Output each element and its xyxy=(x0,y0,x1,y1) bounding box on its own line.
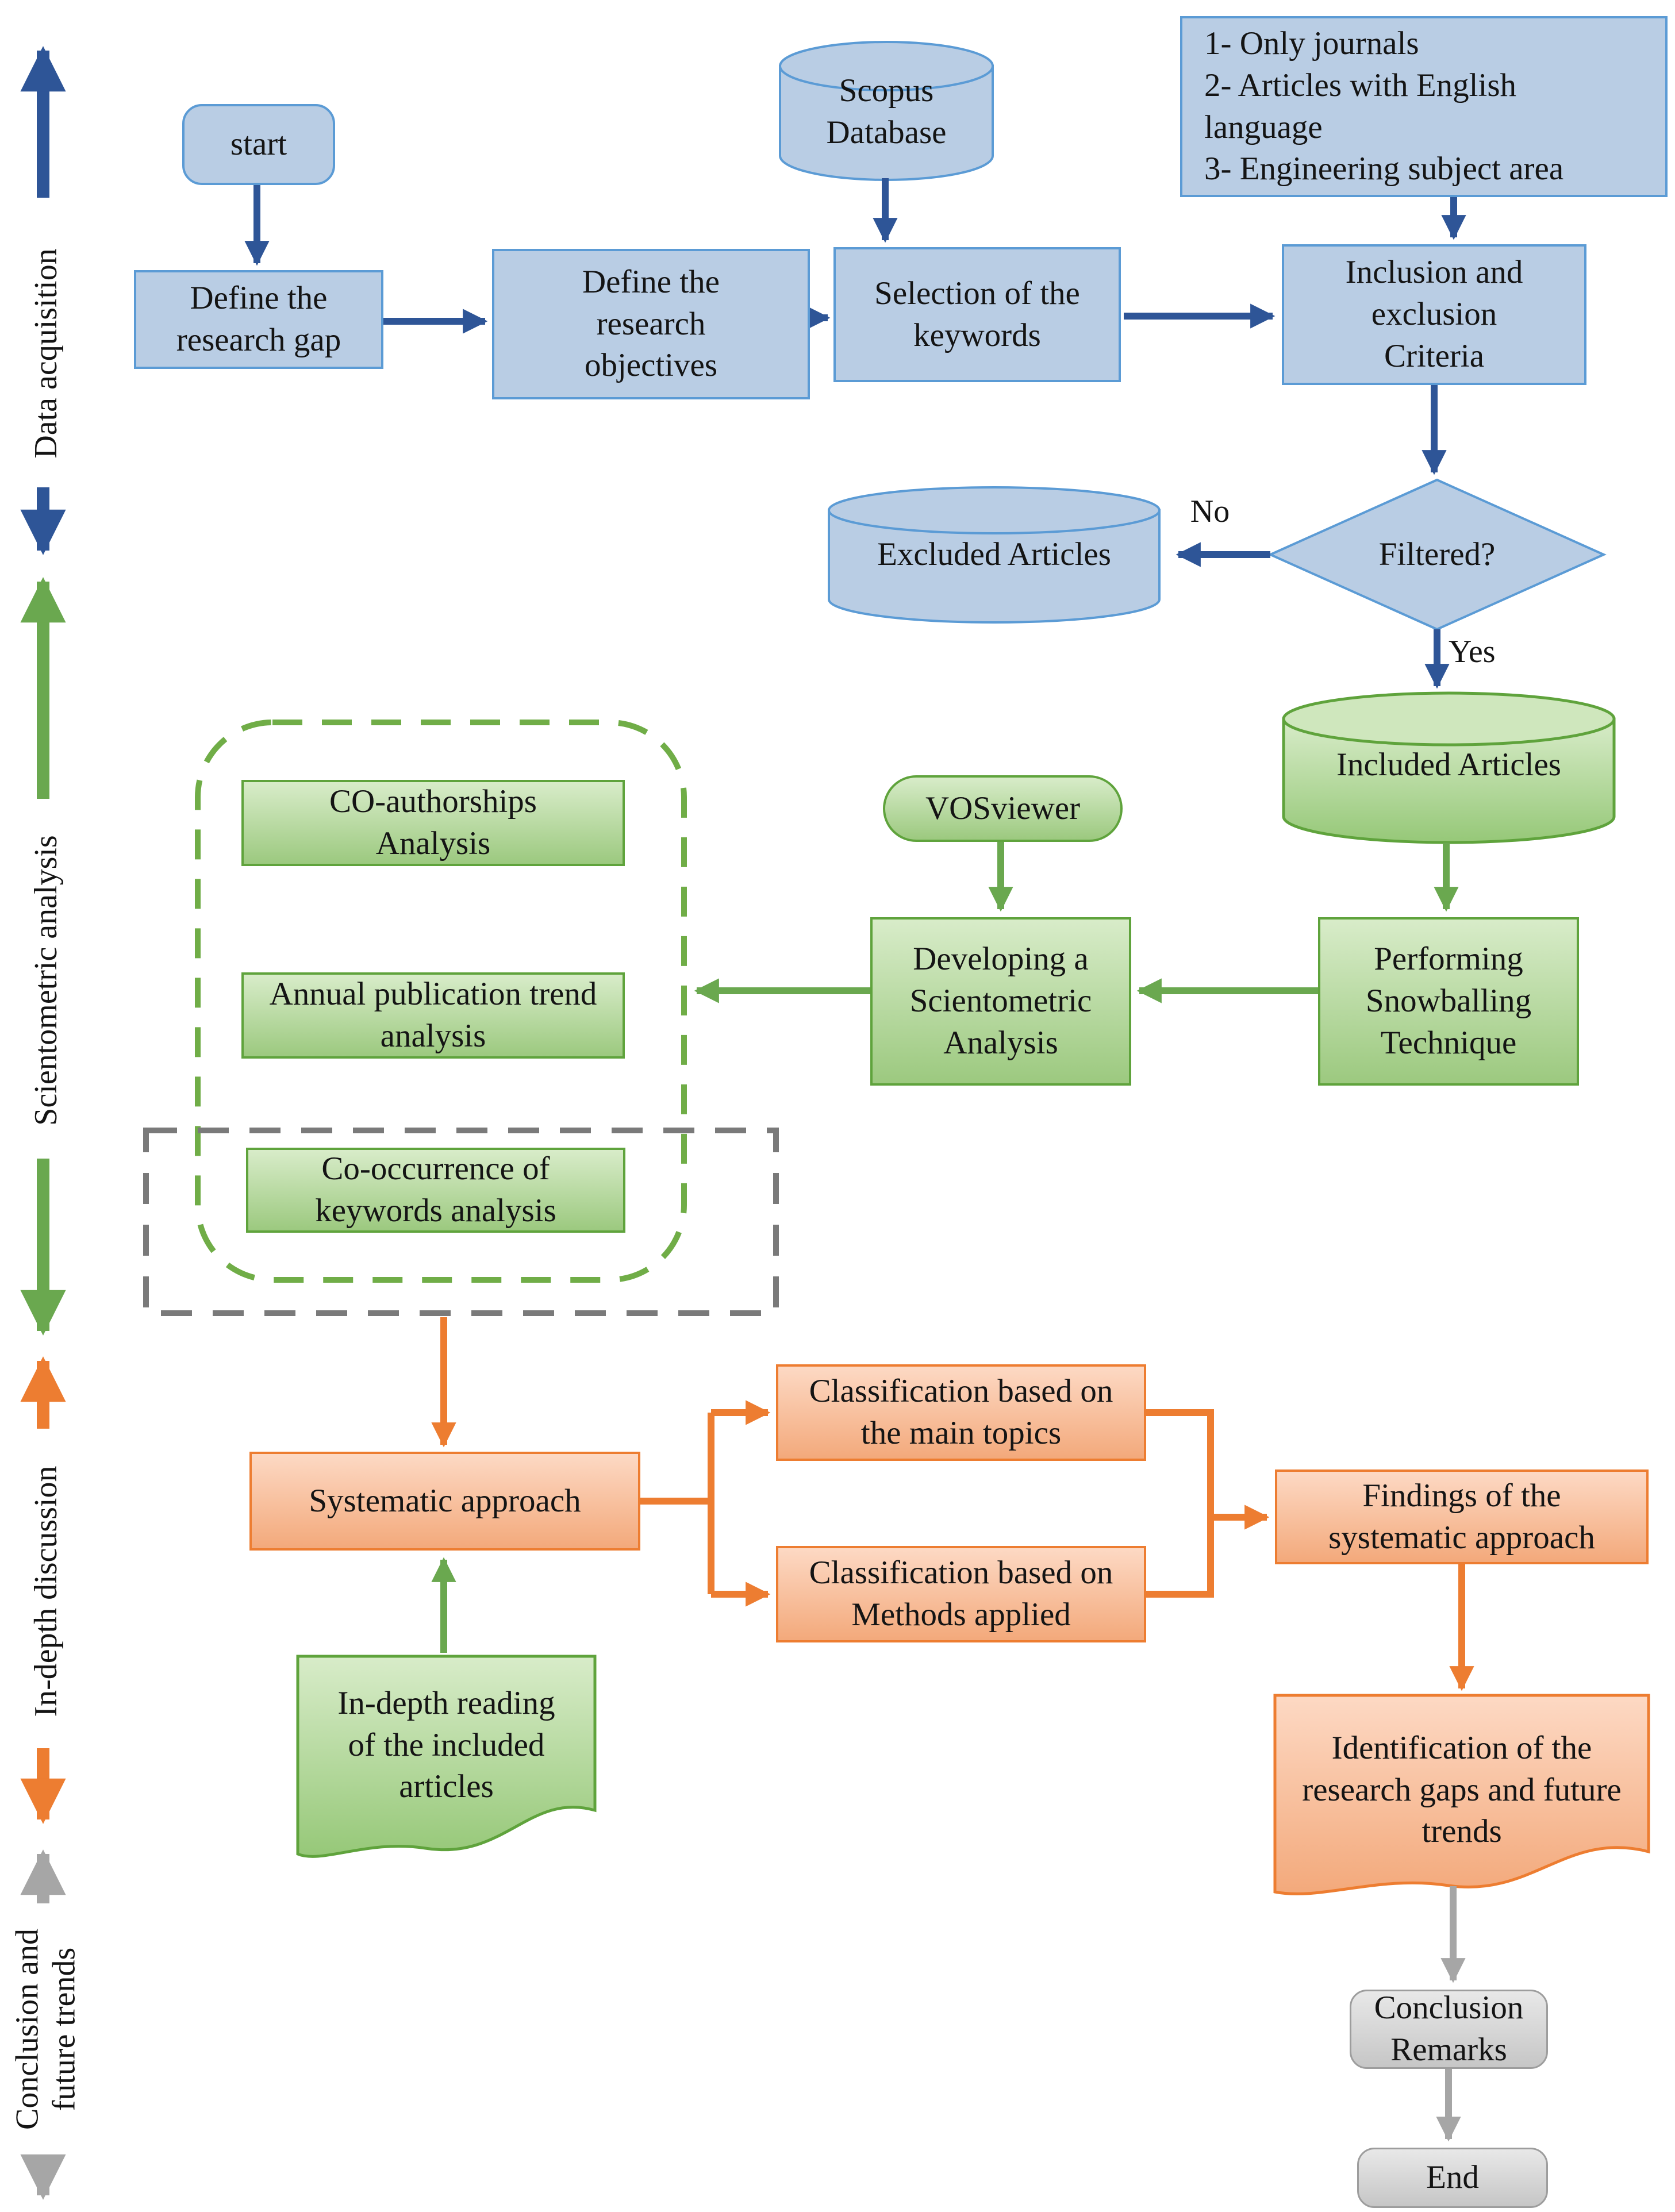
label-filtered-question: Filtered? xyxy=(1378,536,1496,572)
edge-label-no: No xyxy=(1190,494,1230,529)
excluded-cylinder-shape xyxy=(828,486,1161,624)
label-identification-gaps-trends: Identification of the research gaps and … xyxy=(1302,1729,1622,1850)
node-end: End xyxy=(1357,2148,1548,2208)
filtered-diamond-shape xyxy=(1267,478,1607,631)
scopus-cylinder-shape xyxy=(779,41,994,181)
node-performing-snowballing: Performing Snowballing Technique xyxy=(1318,917,1579,1086)
node-criteria-list: 1- Only journals 2- Articles with Englis… xyxy=(1180,16,1668,197)
node-start: start xyxy=(182,104,335,185)
node-developing-scientometric-analysis: Developing a Scientometric Analysis xyxy=(870,917,1131,1086)
overlap-group-frame xyxy=(143,1128,779,1316)
node-inclusion-exclusion-criteria: Inclusion and exclusion Criteria xyxy=(1282,244,1586,385)
label-in-depth-reading: In-depth reading of the included article… xyxy=(337,1684,555,1805)
scientometric-group-frame xyxy=(195,720,687,1283)
node-findings-systematic-approach: Findings of the systematic approach xyxy=(1275,1469,1649,1564)
identification-document-shape xyxy=(1273,1694,1650,1895)
sidebar-label-conclusion-trends: Conclusion and future trends xyxy=(9,1929,82,2130)
edge-classification-merge xyxy=(1146,1409,1214,1598)
edge-label-yes: Yes xyxy=(1449,634,1496,670)
node-selection-of-keywords: Selection of the keywords xyxy=(833,247,1121,382)
node-vosviewer: VOSviewer xyxy=(883,775,1123,842)
node-co-occurrence-keywords: Co-occurrence of keywords analysis xyxy=(246,1148,625,1233)
label-scopus-database: Scopus Database xyxy=(826,72,947,151)
in-depth-reading-document-shape xyxy=(296,1655,597,1858)
sidebar-label-data-acquisition: Data acquisition xyxy=(28,248,64,459)
node-define-research-gap: Define the research gap xyxy=(134,270,383,369)
node-classification-methods-applied: Classification based on Methods applied xyxy=(776,1546,1146,1642)
node-conclusion-remarks: Conclusion Remarks xyxy=(1350,1990,1548,2069)
included-cylinder-shape xyxy=(1282,691,1616,844)
node-annual-publication-trend: Annual publication trend analysis xyxy=(241,972,625,1059)
sidebar-label-scientometric: Scientometric analysis xyxy=(28,835,64,1126)
node-classification-main-topics: Classification based on the main topics xyxy=(776,1364,1146,1461)
node-systematic-approach: Systematic approach xyxy=(249,1452,640,1551)
label-excluded-articles: Excluded Articles xyxy=(877,536,1111,573)
node-define-research-objectives: Define the research objectives xyxy=(492,249,810,399)
node-co-authorships-analysis: CO-authorships Analysis xyxy=(241,780,625,866)
sidebar-label-in-depth-discussion: In-depth discussion xyxy=(28,1465,64,1717)
label-included-articles: Included Articles xyxy=(1336,746,1561,783)
